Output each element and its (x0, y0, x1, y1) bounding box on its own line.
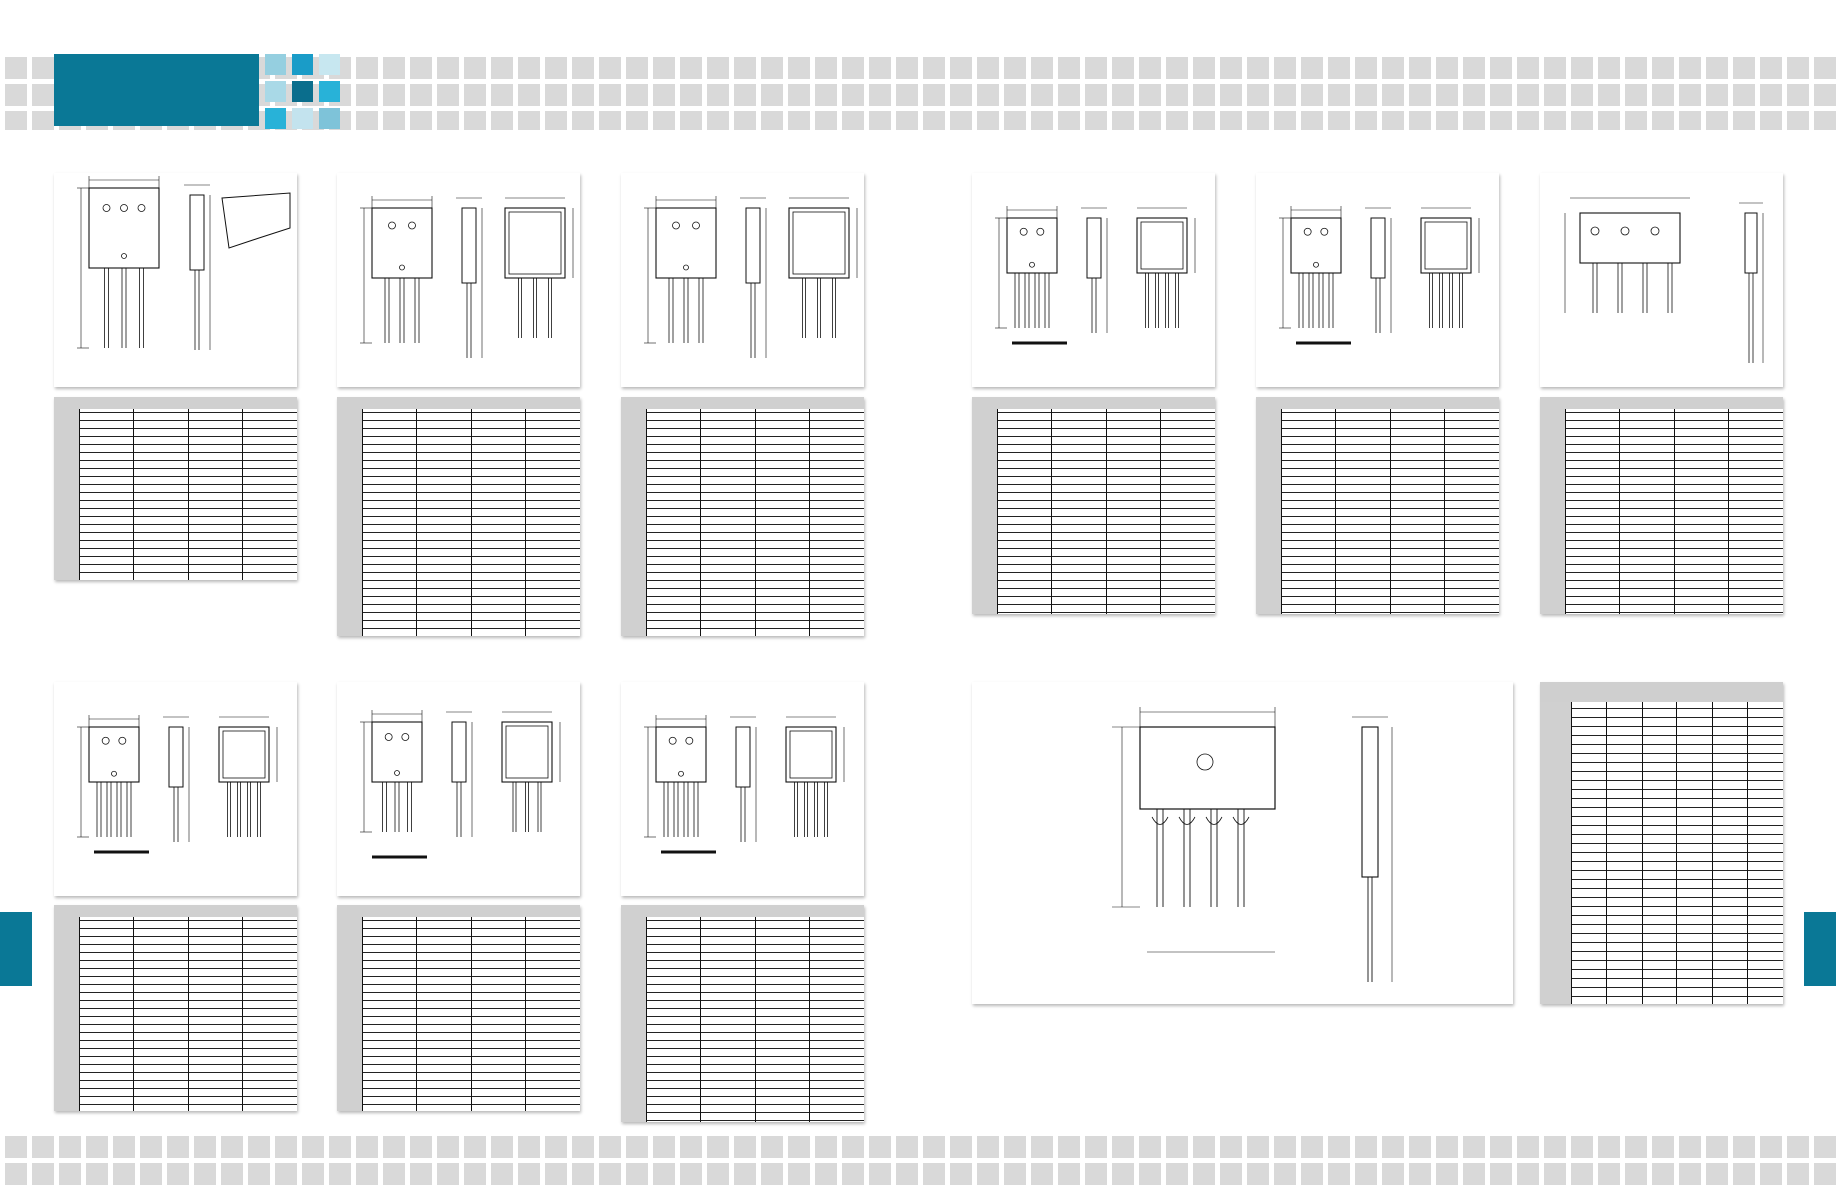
left-section-tab[interactable] (0, 912, 32, 986)
package-drawing-7 (54, 682, 297, 896)
package-outline-drawing-icon (360, 196, 574, 358)
accent-square (292, 54, 313, 75)
accent-square (319, 81, 340, 102)
package-drawing-2 (337, 173, 580, 387)
accent-square (265, 81, 286, 102)
dimension-table-9 (621, 905, 864, 1122)
package-drawing-9 (621, 682, 864, 896)
package-drawing-3 (621, 173, 864, 387)
dimension-table-8 (337, 905, 580, 1111)
dimension-table-3 (621, 397, 864, 636)
package-drawing-6 (1540, 173, 1783, 387)
package-outline-drawing-icon (1112, 707, 1393, 982)
package-drawing-1 (54, 173, 297, 387)
accent-square (265, 108, 286, 129)
dimension-table-5 (1256, 397, 1499, 614)
package-drawing-large (972, 682, 1513, 1004)
dimension-table-2 (337, 397, 580, 636)
accent-square (319, 108, 340, 129)
package-outline-drawing-icon (1279, 206, 1480, 345)
accent-square (292, 81, 313, 102)
dimension-table-10 (1540, 682, 1783, 1004)
package-outline-drawing-icon (360, 710, 561, 859)
dimension-table-1 (54, 397, 297, 580)
accent-square (292, 108, 313, 129)
dimension-table-4 (972, 397, 1215, 614)
package-outline-drawing-icon (77, 715, 278, 854)
package-outline-drawing-icon (77, 176, 291, 350)
footer-tile-pattern (0, 1131, 1836, 1188)
right-section-tab[interactable] (1804, 912, 1836, 986)
package-outline-drawing-icon (644, 715, 845, 854)
header-title-block (54, 54, 259, 126)
accent-square (265, 54, 286, 75)
package-outline-drawing-icon (995, 206, 1196, 345)
dimension-table-7 (54, 905, 297, 1111)
package-drawing-4 (972, 173, 1215, 387)
package-drawing-8 (337, 682, 580, 896)
accent-square (319, 54, 340, 75)
package-outline-drawing-icon (644, 196, 858, 358)
package-outline-drawing-icon (1564, 197, 1764, 363)
package-drawing-5 (1256, 173, 1499, 387)
dimension-table-6 (1540, 397, 1783, 614)
